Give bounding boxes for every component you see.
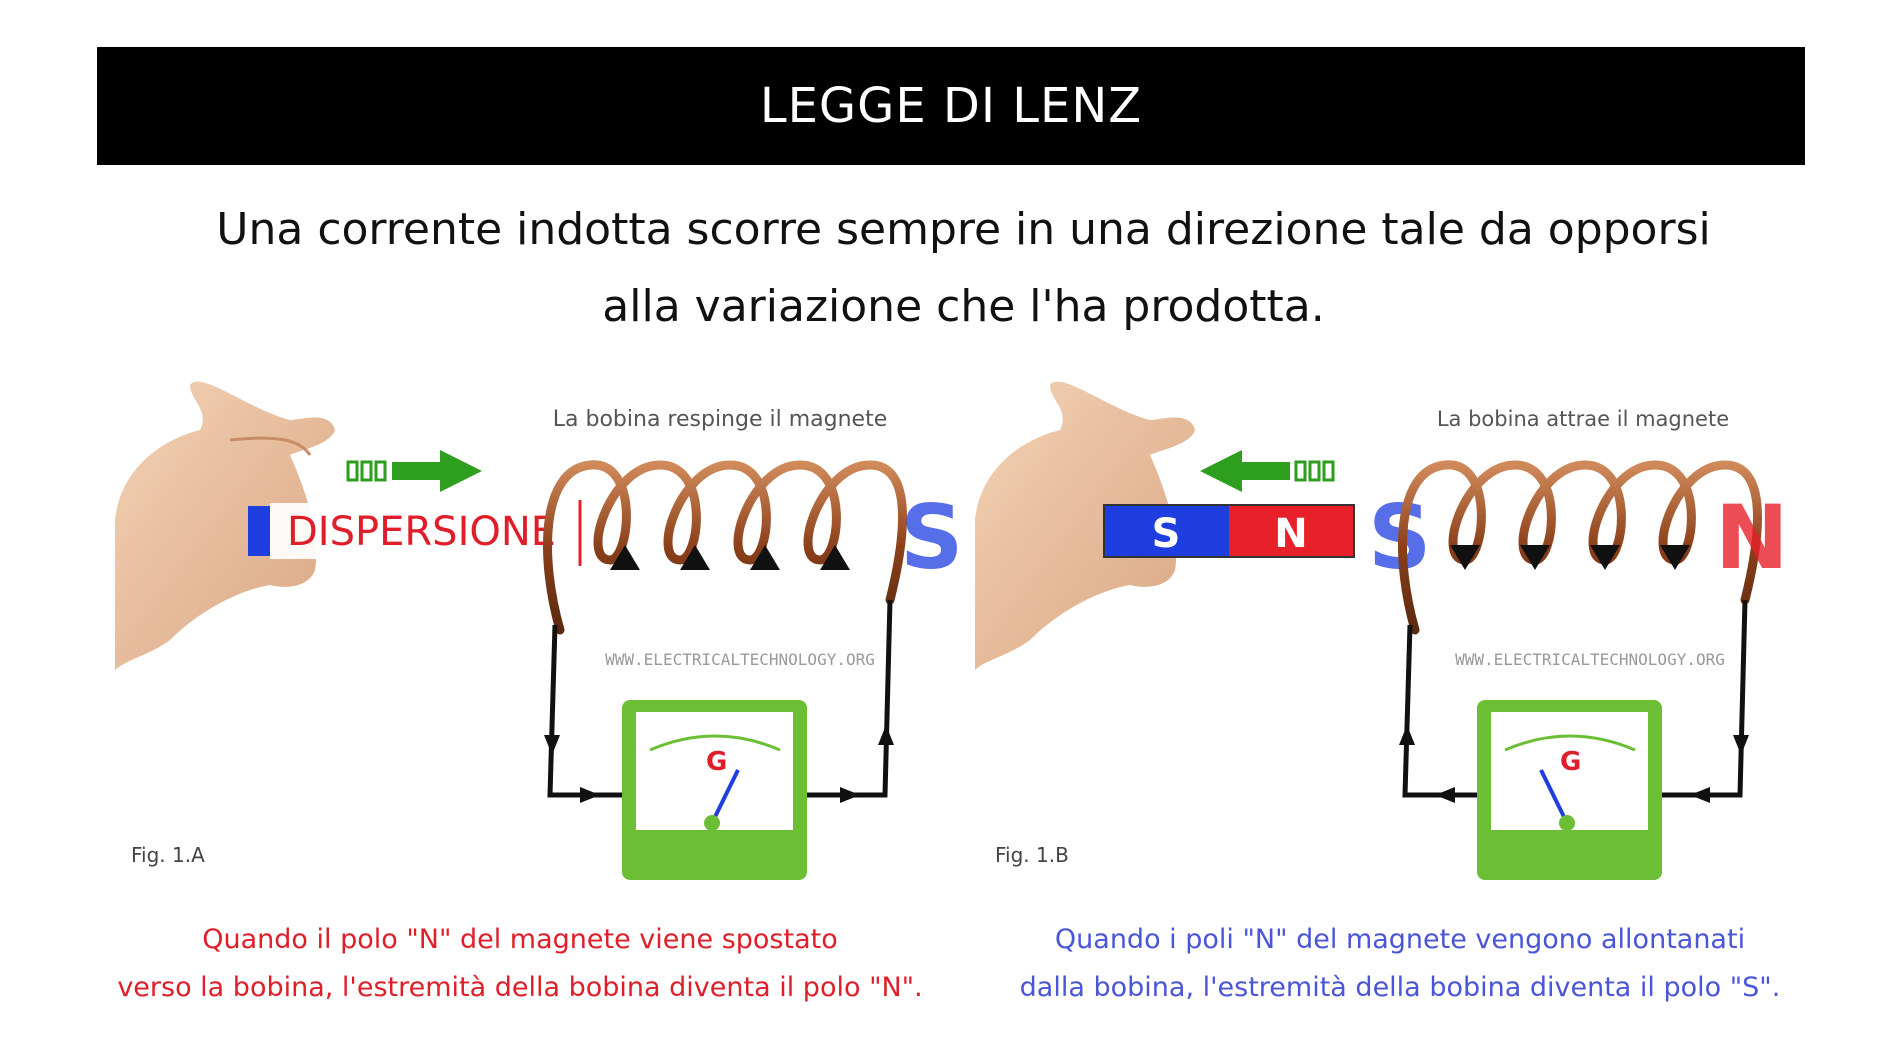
magnet-b-right-pole: N [1274,511,1307,557]
galvanometer-b: G [1477,700,1662,880]
gauge-letter-a: G [706,747,727,777]
caption-a-line-1: Quando il polo "N" del magnete viene spo… [202,924,838,955]
hand-a [115,381,335,670]
arrow-a [346,450,482,492]
gauge-letter-b: G [1560,747,1581,777]
coil-a-arrows [610,545,850,570]
caption-b-line-2: dalla bobina, l'estremità della bobina d… [1019,972,1781,1003]
figure-a-heading: La bobina respinge il magnete [553,407,887,432]
arrow-b [1200,450,1335,492]
coil-a-pole: S [900,486,963,589]
dispersione-label: DISPERSIONE [287,509,556,555]
figure-b: La bobina attrae il magnete S N S [975,381,1789,880]
circuit-a-arrows [544,725,894,803]
coil-b [1398,460,1762,635]
magnet-a [248,506,270,556]
title-bar: LEGGE DI LENZ [97,47,1805,165]
fig-label-b: Fig. 1.B [995,843,1069,867]
watermark-b: WWW.ELECTRICALTECHNOLOGY.ORG [1455,650,1725,669]
circuit-b-arrows [1399,725,1749,803]
coil-b-arrows [1450,545,1690,570]
hand-b [975,381,1195,670]
figure-b-heading: La bobina attrae il magnete [1437,407,1729,431]
statement-line-2: alla variazione che l'ha prodotta. [602,281,1325,332]
coil-b-right-pole: N [1715,486,1789,589]
caption-b-line-1: Quando i poli "N" del magnete vengono al… [1054,924,1746,955]
caption-a-line-2: verso la bobina, l'estremità della bobin… [117,972,923,1003]
watermark-a: WWW.ELECTRICALTECHNOLOGY.ORG [605,650,875,669]
galvanometer-a: G [622,700,807,880]
page-title: LEGGE DI LENZ [759,78,1143,134]
magnet-b-left-pole: S [1152,511,1181,557]
magnet-b: S N [1103,504,1355,558]
coil-a [543,460,907,635]
statement-line-1: Una corrente indotta scorre sempre in un… [216,204,1711,255]
fig-label-a: Fig. 1.A [131,843,205,867]
figure-a: La bobina respinge il magnete DISPERSION… [115,381,963,880]
